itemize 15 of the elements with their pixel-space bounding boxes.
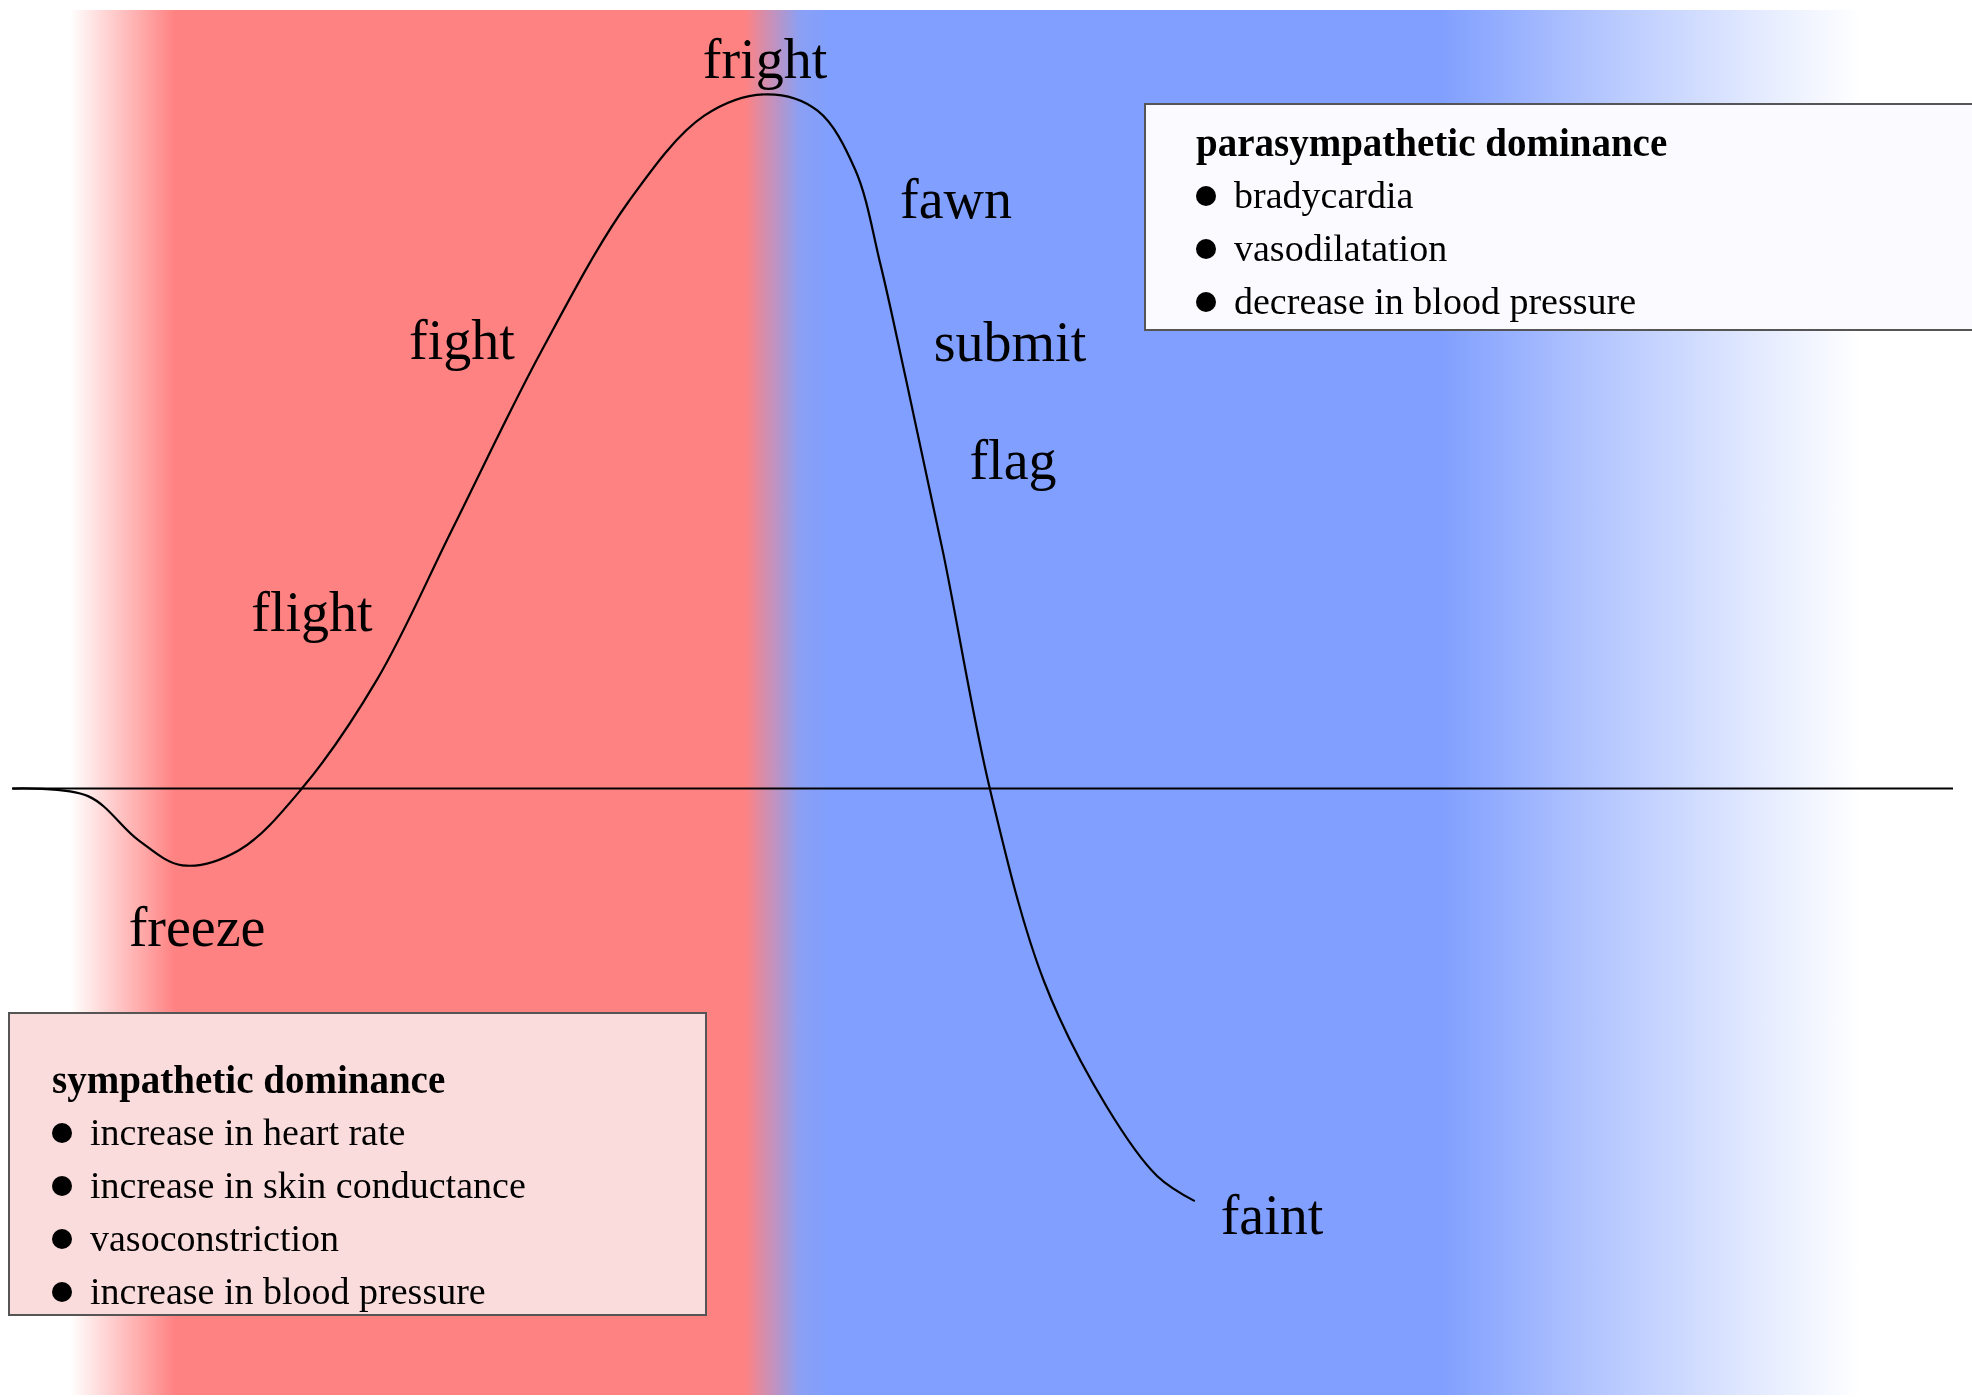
stage-label: faint [1220, 1187, 1324, 1243]
list-item: vasoconstriction [90, 1216, 340, 1261]
stage-label: fawn [900, 171, 1012, 227]
box-heading: parasympathetic dominance [1196, 120, 1669, 167]
stage-label: freeze [128, 899, 266, 955]
stage-label: submit [933, 314, 1087, 370]
list-item: increase in skin conductance [90, 1163, 526, 1208]
box-heading: sympathetic dominance [52, 1057, 447, 1104]
list-item: increase in heart rate [90, 1110, 406, 1155]
list-item: vasodilatation [1234, 226, 1448, 271]
list-item: increase in blood pressure [90, 1269, 486, 1314]
info-box [8, 1012, 707, 1316]
info-box [1144, 103, 1972, 331]
list-item: decrease in blood pressure [1234, 279, 1636, 324]
list-item: bradycardia [1234, 173, 1414, 218]
